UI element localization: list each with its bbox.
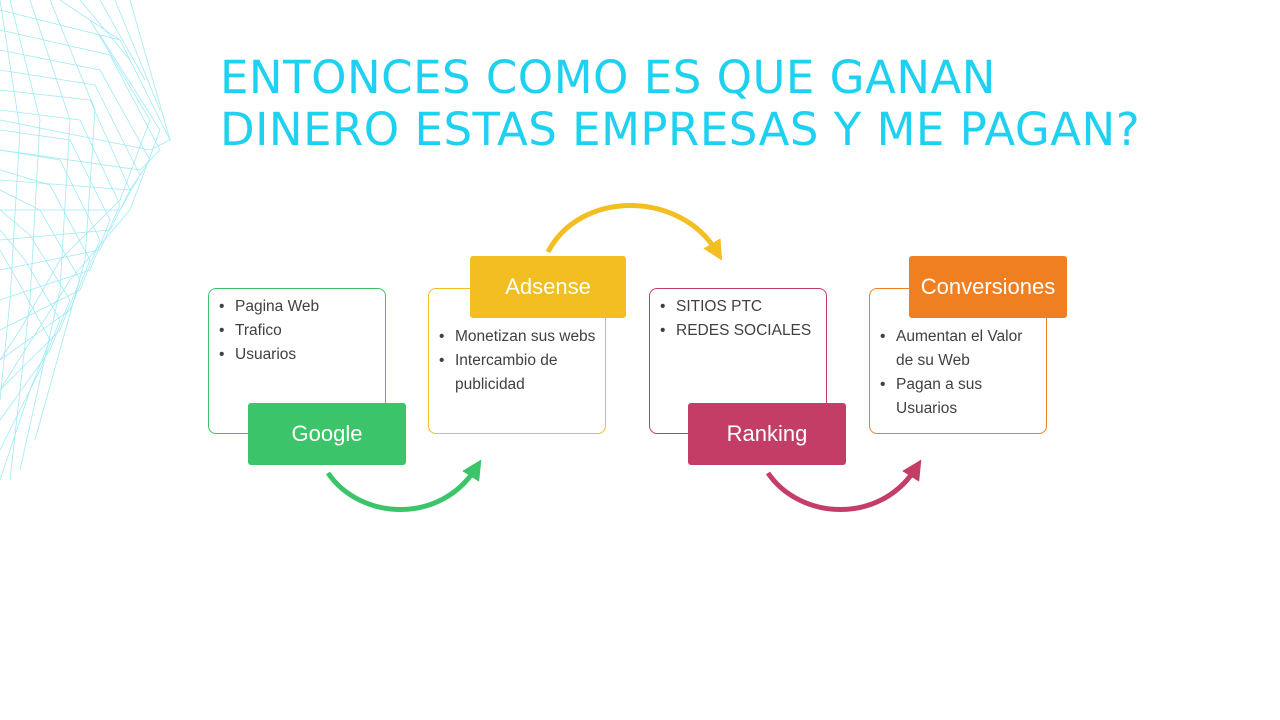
page-title: ENTONCES COMO ES QUE GANAN DINERO ESTAS …	[220, 52, 1260, 156]
list-item: Trafico	[219, 319, 385, 343]
ranking-step-label: Ranking	[688, 403, 846, 465]
wireframe-decoration	[0, 0, 171, 481]
list-item: Pagina Web	[219, 295, 385, 319]
google-step-label: Google	[248, 403, 406, 465]
adsense-bullet-list: Monetizan sus webs Intercambio de public…	[429, 289, 605, 397]
google-bullet-list: Pagina Web Trafico Usuarios	[209, 289, 385, 367]
list-item: Intercambio de publicidad	[439, 349, 597, 397]
arrow-google-to-adsense	[325, 459, 482, 512]
list-item: SITIOS PTC	[660, 295, 826, 319]
list-item: Usuarios	[219, 343, 385, 367]
conversiones-step-label: Conversiones	[909, 256, 1067, 318]
conversiones-bullet-list: Aumentan el Valor de su Web Pagan a sus …	[870, 289, 1046, 421]
list-item: REDES SOCIALES	[660, 319, 826, 343]
list-item: Monetizan sus webs	[439, 325, 597, 349]
title-line-1: ENTONCES COMO ES QUE GANAN	[220, 51, 996, 104]
title-line-2: DINERO ESTAS EMPRESAS Y ME PAGAN?	[220, 103, 1141, 156]
ranking-bullet-list: SITIOS PTC REDES SOCIALES	[650, 289, 826, 343]
arrow-adsense-to-ranking	[545, 203, 723, 261]
arrow-ranking-to-conversiones	[765, 459, 922, 512]
adsense-step-label: Adsense	[470, 256, 626, 318]
list-item: Aumentan el Valor de su Web	[880, 325, 1038, 373]
list-item: Pagan a sus Usuarios	[880, 373, 1038, 421]
